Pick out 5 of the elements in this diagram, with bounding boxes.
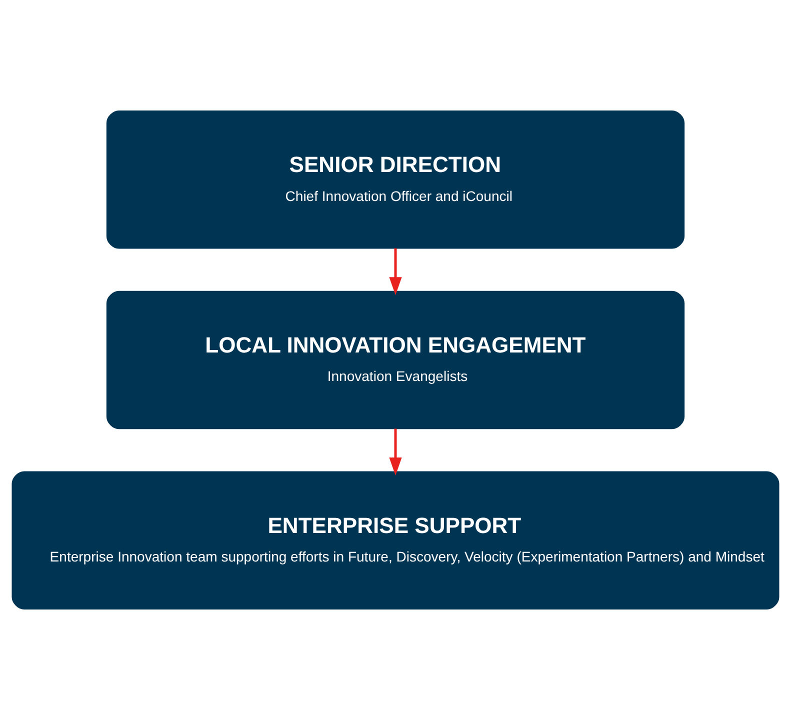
node-box: SENIOR DIRECTION Chief Innovation Officer and iCouncil xyxy=(106,110,685,248)
arrow xyxy=(389,428,402,476)
arrow xyxy=(389,248,402,295)
node-box: ENTERPRISE SUPPORT Enterprise Innovation team supporting efforts in Future, Discovery, Velocity (Experimentation Partners) and Mindset xyxy=(12,470,780,609)
node-box: LOCAL INNOVATION ENGAGEMENT Innovation Evangelists xyxy=(106,290,685,429)
